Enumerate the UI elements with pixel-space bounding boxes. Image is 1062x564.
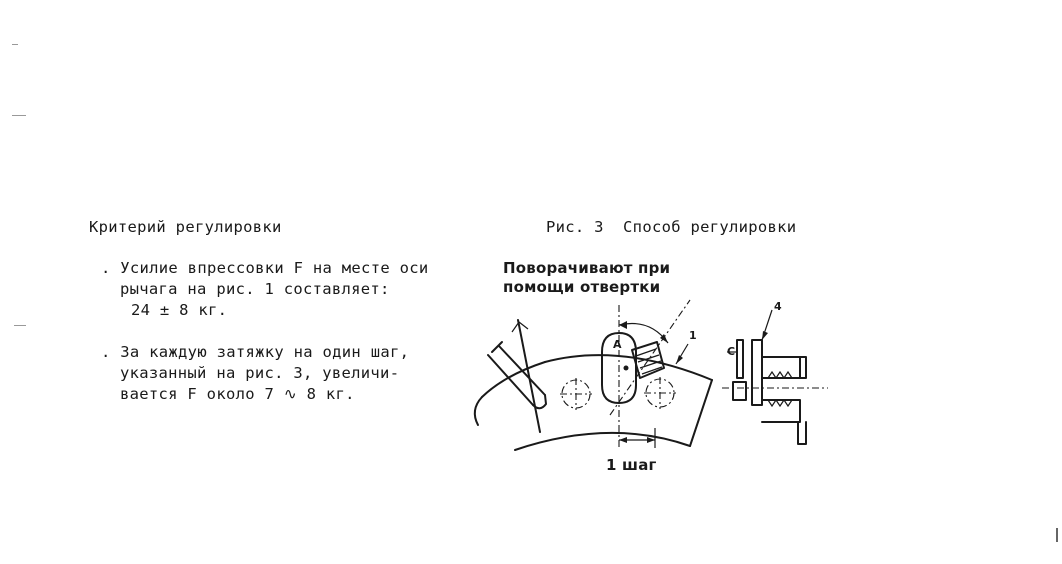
bullet-2-line-2: указанный на рис. 3, увеличи-: [120, 364, 400, 382]
label-1: 1: [689, 329, 697, 342]
curved-plate: [473, 354, 713, 451]
label-4: 4: [774, 300, 782, 313]
scan-speck: [1056, 528, 1058, 542]
label-A: A: [613, 338, 622, 351]
bullet-2-line-1: . За каждую затяжку на один шаг,: [101, 343, 410, 361]
screwdriver: [487, 319, 547, 433]
bullet-1-line-2: рычага на рис. 1 составляет:: [120, 280, 390, 298]
figure-title: Рис. 3 Способ регулировки: [546, 218, 797, 236]
screwdriver-note-line-1: Поворачивают при: [503, 259, 671, 277]
scan-speck: [12, 115, 26, 116]
side-view: [722, 309, 828, 445]
scan-speck: [14, 325, 26, 326]
bullet-1-line-1: . Усилие впрессовки F на месте оси: [101, 259, 429, 277]
bullet-2-line-3: вается F около 7 ∿ 8 кг.: [120, 385, 355, 403]
label-C: C: [727, 345, 735, 358]
step-label: 1 шаг: [606, 456, 657, 474]
rotation-arrow: [618, 321, 669, 344]
adjuster-slot: [601, 299, 691, 448]
scan-speck: [12, 44, 18, 45]
screwdriver-note-line-2: помощи отвертки: [503, 278, 661, 296]
bullet-1-line-3: 24 ± 8 кг.: [131, 301, 228, 319]
criteria-heading: Критерий регулировки: [89, 218, 282, 236]
step-dimension: [619, 428, 656, 448]
